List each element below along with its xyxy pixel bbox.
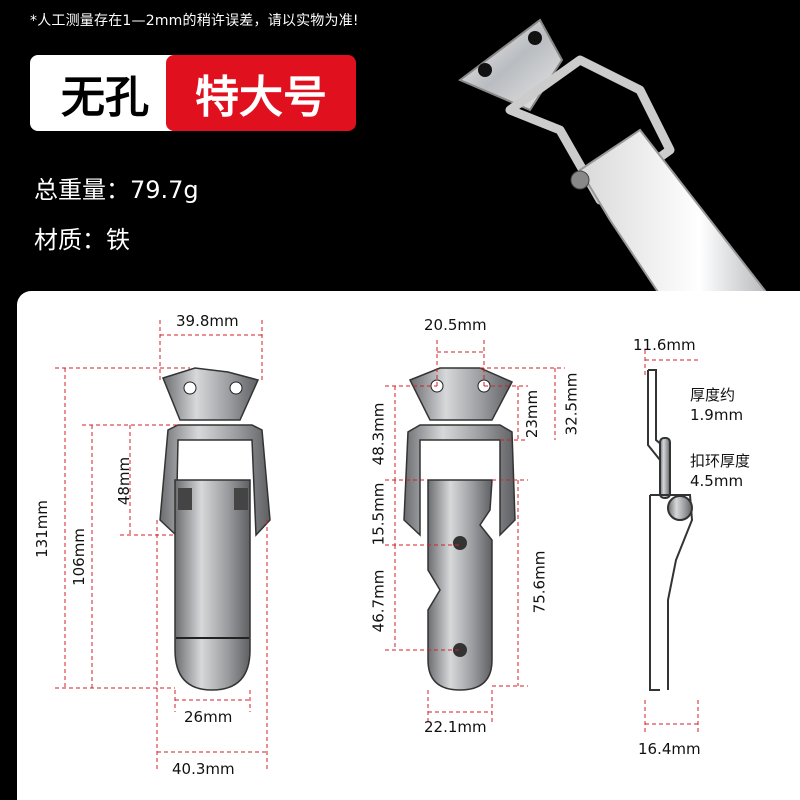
dim-d3: 32.5mm bbox=[562, 372, 581, 436]
side-view-drawing bbox=[647, 369, 694, 691]
dim-hole-spacing: 20.5mm bbox=[424, 316, 487, 334]
top-view-drawing bbox=[403, 367, 516, 691]
dim-d5: 46.7mm bbox=[369, 569, 388, 633]
thickness-label: 厚度约 bbox=[690, 386, 736, 404]
thickness-value: 1.9mm bbox=[690, 406, 744, 424]
ring-thickness-label: 扣环厚度 bbox=[690, 452, 751, 470]
ring-thickness-value: 4.5mm bbox=[690, 472, 744, 490]
measurement-note: *人工测量存在1—2mm的稍许误差，请以实物为准! bbox=[30, 13, 359, 29]
type-badge: 无孔 bbox=[30, 55, 180, 131]
dim-inner-height: 106mm bbox=[69, 528, 88, 586]
dim-side-top: 11.6mm bbox=[633, 336, 696, 354]
dim-top-width: 39.8mm bbox=[176, 312, 239, 330]
dim-d6: 75.6mm bbox=[530, 550, 549, 614]
dim-d2-bottom: 22.1mm bbox=[424, 718, 487, 736]
dim-loop: 48mm bbox=[115, 456, 134, 506]
dim-d2: 23mm bbox=[523, 389, 542, 439]
dim-side-bottom: 16.4mm bbox=[638, 740, 701, 758]
dim-d4: 15.5mm bbox=[369, 482, 388, 546]
dim-bottom-width: 40.3mm bbox=[172, 760, 235, 778]
dim-total-height: 131mm bbox=[32, 500, 51, 558]
size-badge: 特大号 bbox=[166, 55, 356, 131]
weight-spec: 总重量：79.7g bbox=[34, 176, 199, 204]
material-spec: 材质：铁 bbox=[34, 226, 130, 254]
dim-body-width: 26mm bbox=[184, 708, 233, 726]
front-view-drawing bbox=[159, 367, 271, 691]
dim-d1: 48.3mm bbox=[369, 402, 388, 466]
